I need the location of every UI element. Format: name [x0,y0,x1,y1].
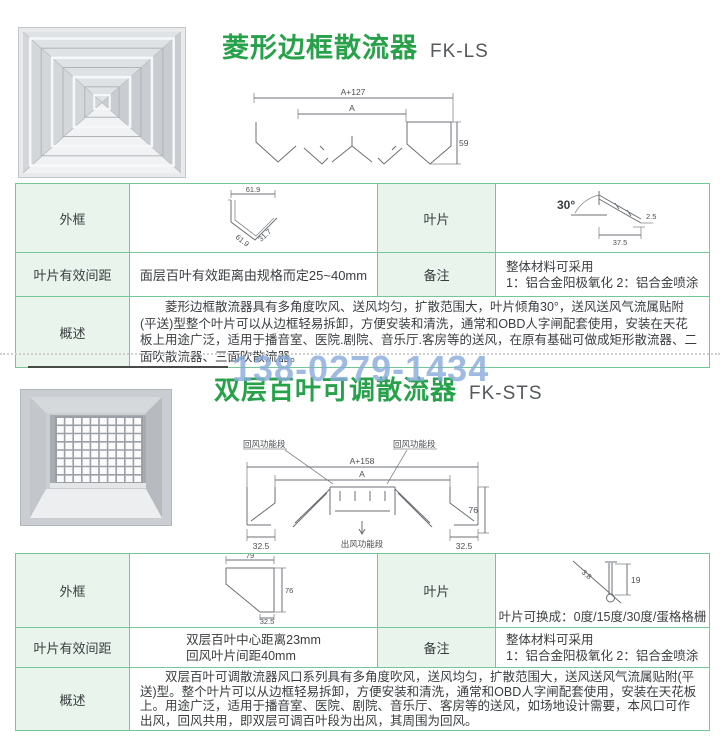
overview-label-cell: 概述 [15,667,130,731]
blade-spacing-value-cell: 面层百叶有效距离由规格而定25~40mm [129,252,378,297]
dim-a-inner: A [349,103,355,113]
table-row: 概述 双层百叶可调散流器风口系列具有多角度吹风，送风均匀，扩散范围大，送风送风气… [15,667,710,731]
return-air-label-left: 回风功能段 [243,439,286,449]
frame-label-cell: 外框 [15,183,130,253]
section2-title: 双层百叶可调散流器 [214,375,458,405]
remark-line-2: 1：铝合金阳极氧化 2：铝合金喷涂 [506,275,699,290]
remark-value-cell: 整体材料可采用 1：铝合金阳极氧化 2：铝合金喷涂 [495,252,710,297]
dim-blade2-diag: 3.8 [580,568,594,582]
frame-label-cell: 外框 [15,553,130,628]
remark-label-cell: 备注 [377,627,496,668]
louver-diffuser-photo [20,389,172,531]
blade-drawing-cell: 3.8 19 叶片可换成：0度/15度/30度/蛋格格栅 [495,553,710,628]
divider-line [28,366,228,368]
section1-spec-table: 外框 61.9 61.9 31.7 叶片 30° [15,183,710,368]
frame-profile-drawing2: 79 76 32.5 [225,554,293,626]
blade-profile-drawing: 30° 2.5 37.5 [557,190,656,247]
remark-label-cell: 备注 [377,252,496,297]
overview-text: 双层百叶可调散流器风口系列具有多角度吹风，送风均匀，扩散范围大，送风送风气流属贴… [140,670,697,728]
section1-technical-drawing: A+127 A 59 [246,86,470,186]
table-row: 叶片有效间距 双层百叶中心距离23mm 回风叶片间距40mm 备注 整体材料可采… [15,627,710,668]
return-air-label-right: 回风功能段 [393,439,436,449]
section1-model-code: FK-LS [430,41,489,62]
dim-a-inner2: A [359,469,365,479]
table-row: 外框 61.9 61.9 31.7 叶片 30° [15,183,710,253]
table-row: 概述 菱形边框散流器具有多角度吹风、送风均匀，扩散范围大，叶片倾角30°，送风送… [15,296,710,368]
overview-text: 菱形边框散流器具有多角度吹风、送风均匀，扩散范围大，叶片倾角30°，送风送风气流… [140,300,697,364]
dim-59: 59 [459,138,469,148]
blade-profile-drawing2: 3.8 19 [572,560,641,604]
dim-a-plus-127: A+127 [341,87,366,97]
remark-line-1: 整体材料可采用 [506,259,594,274]
overview-value-cell: 菱形边框散流器具有多角度吹风、送风均匀，扩散范围大，叶片倾角30°，送风送风气流… [129,296,710,368]
outlet-air-label: 出风功能段 [341,539,384,549]
remark-line-2: 1：铝合金阳极氧化 2：铝合金喷涂 [506,648,699,663]
blade-label-cell: 叶片 [377,183,496,253]
dim-blade-angle: 30° [557,198,575,212]
phone-watermark: 138-0279-1434 [232,348,490,389]
dim-blade-width: 37.5 [613,238,628,247]
dim-a-plus-158: A+158 [350,456,375,466]
dim-frame2-top: 79 [245,554,253,560]
blade-spacing-label-cell: 叶片有效间距 [15,252,130,297]
overview-label-cell: 概述 [15,296,130,368]
louver-diffuser-photo-image [20,389,172,526]
blade-options-caption: 叶片可换成：0度/15度/30度/蛋格格栅 [498,610,707,624]
dim-bottom-right: 32.5 [456,541,473,551]
diamond-diffuser-photo [18,27,186,183]
section2-model-code: FK-STS [469,383,543,404]
remark-value-cell: 整体材料可采用 1：铝合金阳极氧化 2：铝合金喷涂 [495,627,710,668]
dim-frame-right-diag: 31.7 [256,227,273,243]
table-row: 外框 79 76 32.5 叶片 3 [15,553,710,628]
blade-spacing-value-cell: 双层百叶中心距离23mm 回风叶片间距40mm [129,627,378,668]
section2-spec-table: 外框 79 76 32.5 叶片 3 [15,553,710,731]
frame-profile-drawing: 61.9 61.9 31.7 [227,185,277,248]
dim-frame2-right: 76 [285,586,293,595]
frame-profile-drawing-cell: 79 76 32.5 [129,553,378,628]
dim-76-right: 76 [469,505,479,515]
remark-line-1: 整体材料可采用 [506,632,594,647]
section1-header: 菱形边框散流器 FK-LS [222,26,489,65]
dotted-divider [0,353,720,355]
section2-header: 双层百叶可调散流器 FK-STS [214,370,543,407]
overview-value-cell: 双层百叶可调散流器风口系列具有多角度吹风，送风均匀，扩散范围大，送风送风气流属贴… [129,667,710,731]
blade-label-cell: 叶片 [377,553,496,628]
dim-frame-top: 61.9 [245,186,260,194]
section1-title: 菱形边框散流器 [222,33,418,63]
spacing-line-1: 双层百叶中心距离23mm [186,632,321,647]
dim-blade-thickness: 2.5 [646,212,656,221]
blade-profile-drawing-cell: 30° 2.5 37.5 [495,183,710,253]
spacing-line-2: 回风叶片间距40mm [186,648,296,663]
dim-blade2-height: 19 [631,575,641,585]
diamond-diffuser-photo-image [18,27,186,178]
dim-frame2-bottom: 32.5 [259,617,274,624]
section2-technical-drawing: 回风功能段 回风功能段 A+158 A 32.5 32.5 7 [235,437,493,560]
table-row: 叶片有效间距 面层百叶有效距离由规格而定25~40mm 备注 整体材料可采用 1… [15,252,710,297]
dim-bottom-left: 32.5 [253,541,270,551]
blade-spacing-label-cell: 叶片有效间距 [15,627,130,668]
frame-profile-drawing-cell: 61.9 61.9 31.7 [129,183,378,253]
